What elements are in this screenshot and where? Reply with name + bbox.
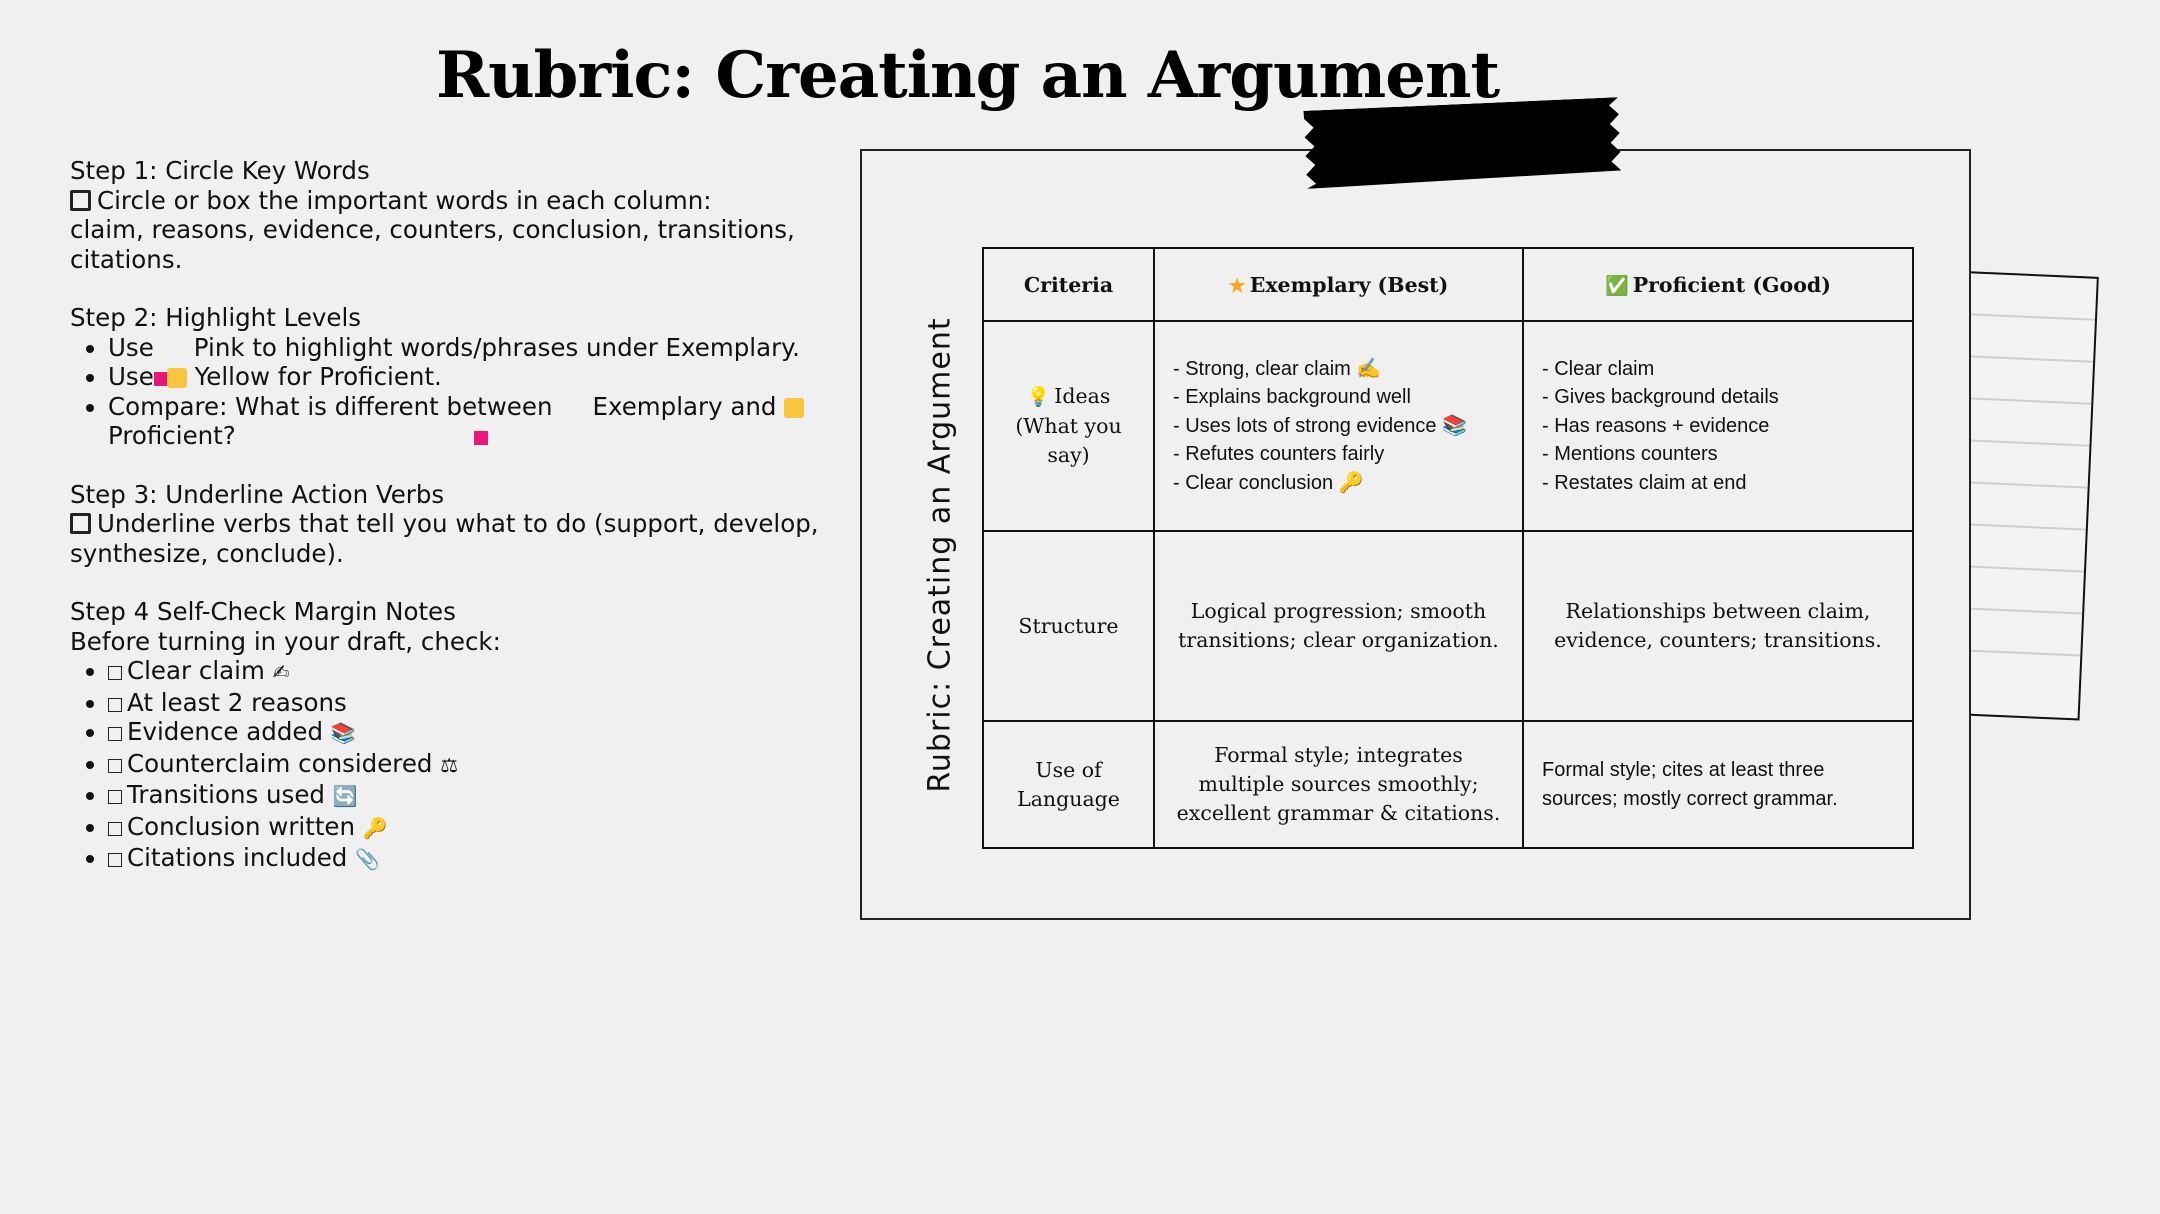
yellow-swatch [166, 368, 187, 388]
pink-swatch [473, 431, 488, 445]
ideas-exemplary: - Strong, clear claim ✍ - Explains backg… [1153, 320, 1524, 532]
step3-heading: Step 3: Underline Action Verbs [70, 479, 445, 509]
step3-line2: synthesize, conclude). [70, 538, 344, 568]
paperclip-icon: 📎 [355, 847, 381, 871]
star-icon: ★ [1228, 274, 1246, 297]
check-mark-icon: ✅ [1605, 274, 1629, 297]
step1-line2: claim, reasons, evidence, counters, conc… [70, 215, 795, 274]
header-proficient: ✅Proficient (Good) [1522, 247, 1914, 322]
step3-line1: Underline verbs that tell you what to do… [70, 509, 830, 539]
table-row: Use of Language Formal style; integrates… [982, 720, 1914, 849]
checklist-item: Conclusion written 🔑 [108, 812, 830, 844]
instructions-panel: Step 1: Circle Key Words Circle or box t… [70, 156, 830, 875]
books-icon: 📚 [330, 721, 356, 745]
step1-line1: Circle or box the important words in eac… [70, 186, 830, 216]
table-row: 💡Ideas (What you say) - Strong, clear cl… [982, 320, 1914, 532]
checkbox-icon [108, 758, 122, 773]
language-exemplary: Formal style; integrates multiple source… [1153, 720, 1524, 849]
pink-swatch [153, 372, 167, 386]
header-exemplary: ★Exemplary (Best) [1153, 247, 1524, 322]
header-criteria: Criteria [982, 247, 1155, 322]
checkbox-icon [108, 790, 122, 804]
scales-icon: ⚖ [440, 752, 459, 777]
yellow-swatch [784, 397, 805, 418]
key-icon: 🔑 [362, 815, 388, 840]
checkbox-icon [108, 697, 122, 712]
refresh-icon: 🔄 [332, 784, 358, 808]
step1-heading: Step 1: Circle Key Words [70, 156, 370, 185]
checkbox-icon [70, 189, 91, 211]
checklist-item: Citations included 📎 [108, 843, 830, 875]
criteria-structure: Structure [982, 530, 1155, 722]
writing-hand-icon: ✍ [272, 660, 290, 684]
step4-heading: Step 4 Self-Check Margin Notes [70, 597, 456, 626]
checklist-item: Evidence added 📚 [108, 717, 830, 749]
checklist-item: Clear claim ✍ [108, 656, 830, 688]
criteria-ideas: 💡Ideas (What you say) [982, 320, 1155, 532]
structure-proficient: Relationships between claim, evidence, c… [1522, 530, 1914, 722]
checkbox-icon [108, 666, 122, 680]
self-check-list: Clear claim ✍ At least 2 reasons Evidenc… [70, 656, 830, 875]
checklist-item: Transitions used 🔄 [108, 780, 830, 812]
list-item: Use Yellow for Proficient. [108, 362, 830, 392]
checkbox-icon [108, 821, 122, 836]
page-title: Rubric: Creating an Argument [435, 38, 1500, 113]
step2-heading: Step 2: Highlight Levels [70, 303, 362, 332]
checklist-item: Counterclaim considered ⚖ [108, 749, 830, 781]
ideas-proficient: - Clear claim - Gives background details… [1522, 320, 1914, 532]
checklist-item: At least 2 reasons [108, 688, 830, 718]
step4-intro: Before turning in your draft, check: [70, 626, 501, 656]
lightbulb-icon: 💡 [1026, 386, 1051, 408]
structure-exemplary: Logical progression; smooth transitions;… [1153, 530, 1524, 722]
criteria-language: Use of Language [982, 720, 1155, 849]
checkbox-icon [108, 727, 122, 741]
rubric-table: Criteria ★Exemplary (Best) ✅Proficient (… [982, 247, 1914, 849]
checkbox-icon [70, 513, 91, 534]
table-row: Structure Logical progression; smooth tr… [982, 530, 1914, 722]
table-header-row: Criteria ★Exemplary (Best) ✅Proficient (… [982, 247, 1914, 322]
list-item: Compare: What is different betweenExempl… [108, 392, 830, 451]
language-proficient: Formal style; cites at least three sourc… [1522, 720, 1914, 849]
checkbox-icon [108, 853, 122, 867]
